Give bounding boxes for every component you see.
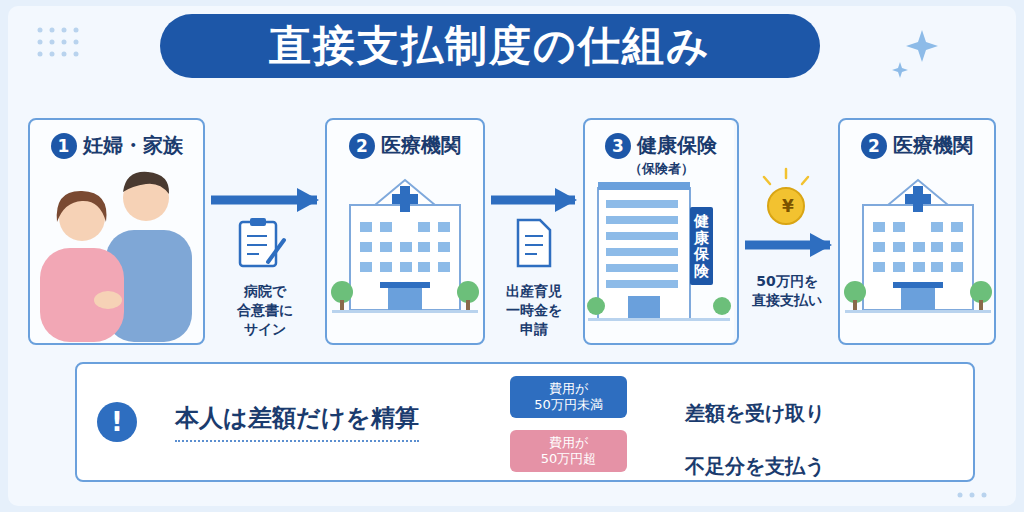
result-label: 不足分を支払う [685, 453, 825, 480]
card-box: 2医療機関 [325, 118, 485, 345]
decor-shape [123, 172, 169, 194]
result-label: 差額を受け取り [685, 400, 825, 427]
decor-shape [29, 119, 204, 344]
card-heading: 2医療機関 [840, 132, 994, 159]
pill-box: 費用が 50万円超 [510, 430, 627, 472]
decor-shape [606, 216, 678, 224]
decor-shape [62, 28, 67, 33]
decor-shape [584, 119, 734, 344]
decor-shape [38, 40, 43, 45]
decor-shape [50, 52, 55, 57]
decor-shape [598, 188, 690, 320]
card-heading: 2医療機関 [327, 132, 483, 159]
hospital-right [844, 180, 992, 313]
decor-shape [518, 220, 550, 266]
decor-shape [906, 30, 938, 62]
heading-text: 妊婦・家族 [83, 132, 183, 159]
coin-symbol: ¥ [770, 196, 806, 216]
decor-shape [38, 28, 43, 33]
vertical-sign-text: 健康保険 [694, 213, 709, 279]
pill-box: 費用が 50万円未満 [510, 376, 627, 418]
decor-shape [40, 248, 124, 342]
decor-shape [764, 169, 808, 184]
pill-text: 費用が 50万円超 [529, 435, 609, 468]
decor-shape [268, 240, 284, 262]
couple-illustration [40, 172, 192, 342]
decor-shape [50, 40, 55, 45]
decor-shape [606, 200, 678, 288]
decor-shape [970, 493, 975, 498]
hospital-left [331, 180, 479, 313]
callout-number: 3 [605, 133, 631, 159]
decor-shape [628, 296, 660, 320]
flow-arrow [745, 241, 830, 250]
alert-icon: ! [97, 402, 137, 442]
decor-shape [94, 291, 122, 309]
flow-arrow [211, 196, 317, 205]
insurance-building [587, 182, 731, 321]
heading-text: 医療機関 [381, 132, 461, 159]
edge-label: 病院で 合意書に サイン [225, 282, 305, 339]
card-box: 1妊婦・家族 [28, 118, 205, 345]
decor-shape [587, 297, 605, 315]
decor-shape [892, 62, 908, 78]
callout-number: 1 [51, 133, 77, 159]
decor-shape [247, 236, 267, 254]
decor-shape [62, 40, 67, 45]
decor-shape [844, 180, 992, 313]
sub-text: （保険者） [585, 160, 737, 178]
decor-shape [606, 248, 678, 256]
decor-shape [62, 52, 67, 57]
decor-shape [713, 297, 731, 315]
decor-shape [958, 493, 963, 498]
decor-shape [331, 180, 479, 313]
clipboard-icon [240, 218, 284, 266]
decor-shape [57, 191, 107, 222]
decor-shape [598, 182, 690, 190]
card-box: 3健康保険（保険者）健康保険 [583, 118, 739, 345]
decor-shape [588, 318, 730, 321]
card-fills [29, 119, 995, 344]
note-text: 本人は差額だけを精算 [175, 402, 419, 442]
decor-shape [74, 52, 79, 57]
card-heading: 3健康保険 [585, 132, 737, 159]
card-heading: 1妊婦・家族 [30, 132, 203, 159]
sparkle [892, 30, 938, 78]
callout-number: 2 [349, 133, 375, 159]
edge-label: 出産育児 一時金を 申請 [494, 282, 574, 339]
pill-text: 費用が 50万円未満 [529, 381, 609, 414]
band-box: ! 本人は差額だけを精算 費用が 50万円未満費用が 50万円超 [75, 362, 975, 482]
decor-shape [606, 280, 678, 288]
title-text: 直接支払制度の仕組み [269, 18, 711, 74]
yen-coin [764, 169, 808, 224]
decor-shape [606, 200, 678, 208]
card-box: 2医療機関 [838, 118, 996, 345]
title-band: 直接支払制度の仕組み [160, 14, 820, 78]
callout-number: 2 [861, 133, 887, 159]
decor-shape [839, 119, 995, 344]
decor-shape [50, 28, 55, 33]
heading-text: 健康保険 [637, 132, 717, 159]
decor-shape [525, 236, 543, 254]
heading-text: 医療機関 [893, 132, 973, 159]
decor-shape [606, 232, 678, 240]
sign-box: 健康保険 [690, 207, 713, 285]
document-icon [518, 220, 550, 266]
decor-shape [326, 119, 484, 344]
edge-label: 50万円を 直接支払い [741, 272, 833, 310]
decor-shape [606, 264, 678, 272]
flow-arrow [491, 196, 575, 205]
decor-shape [38, 52, 43, 57]
decor-shape [74, 28, 79, 33]
decor-shape [74, 40, 79, 45]
decor-shape [250, 218, 266, 226]
decor-shape [982, 493, 987, 498]
